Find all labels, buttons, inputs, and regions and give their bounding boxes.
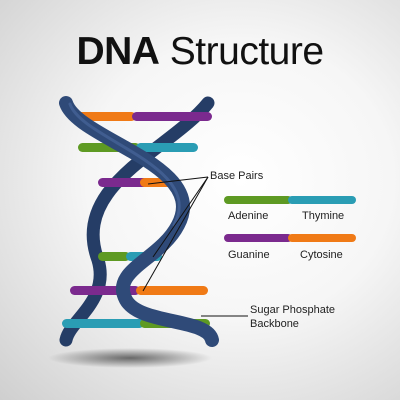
title-bold: DNA [76,30,160,73]
legend-bar-adenine-thymine-left [224,196,292,204]
title-light: Structure [169,30,324,73]
legend-bar-guanine-cytosine-left [224,234,292,242]
helix-shadow [48,348,212,368]
backbone-label-line1: Sugar Phosphate [250,304,336,316]
legend-label-guanine: Guanine [228,249,270,261]
base-pairs-pointer-lines [142,176,209,292]
legend-label-cytosine: Cytosine [300,249,343,261]
backbone-label-line2: Backbone [250,318,299,330]
base-pair-rungs [62,112,212,328]
legend-label-adenine: Adenine [228,210,269,222]
backbone-highlight [68,102,181,227]
legend-bar-adenine-thymine-right [288,196,356,204]
backbone-strand-back [59,96,215,347]
legend-bar-guanine-cytosine-right [288,234,356,242]
base-pairs-label: Base Pairs [210,170,264,182]
legend-label-thymine: Thymine [302,210,345,222]
page-title: DNA Structure [0,30,400,74]
